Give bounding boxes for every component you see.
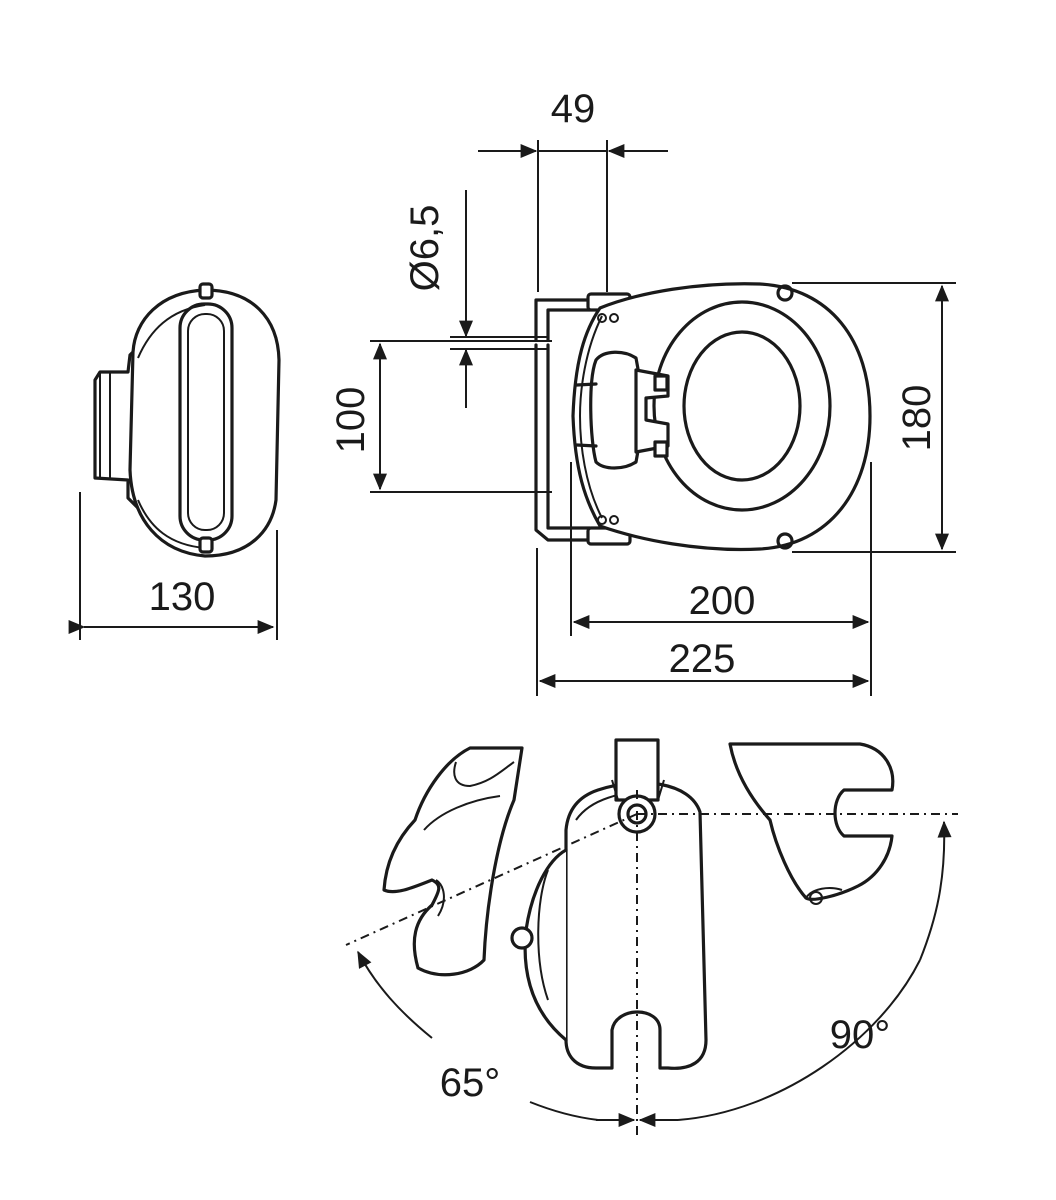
front-view xyxy=(534,282,872,552)
dimension-49: 49 xyxy=(478,87,668,292)
side-view xyxy=(93,282,281,558)
label-130: 130 xyxy=(149,575,216,619)
label-90-deg: 90° xyxy=(830,1013,891,1057)
dimension-100: 100 xyxy=(329,340,552,493)
label-200: 200 xyxy=(689,579,756,623)
dimension-130: 130 xyxy=(68,492,278,640)
label-65-deg: 65° xyxy=(440,1061,501,1105)
dimension-225: 225 xyxy=(536,548,870,696)
dimension-200: 200 xyxy=(570,462,872,696)
label-6-5: Ø6,5 xyxy=(403,205,447,292)
angle-dimensions: 65° 90° xyxy=(357,820,952,1127)
label-180: 180 xyxy=(895,385,939,452)
dimension-180: 180 xyxy=(792,282,956,553)
label-100: 100 xyxy=(329,387,373,454)
label-49: 49 xyxy=(551,87,596,131)
label-225: 225 xyxy=(669,637,736,681)
dimension-diameter-6-5: Ø6,5 xyxy=(403,190,548,408)
swivel-view xyxy=(345,738,958,1135)
